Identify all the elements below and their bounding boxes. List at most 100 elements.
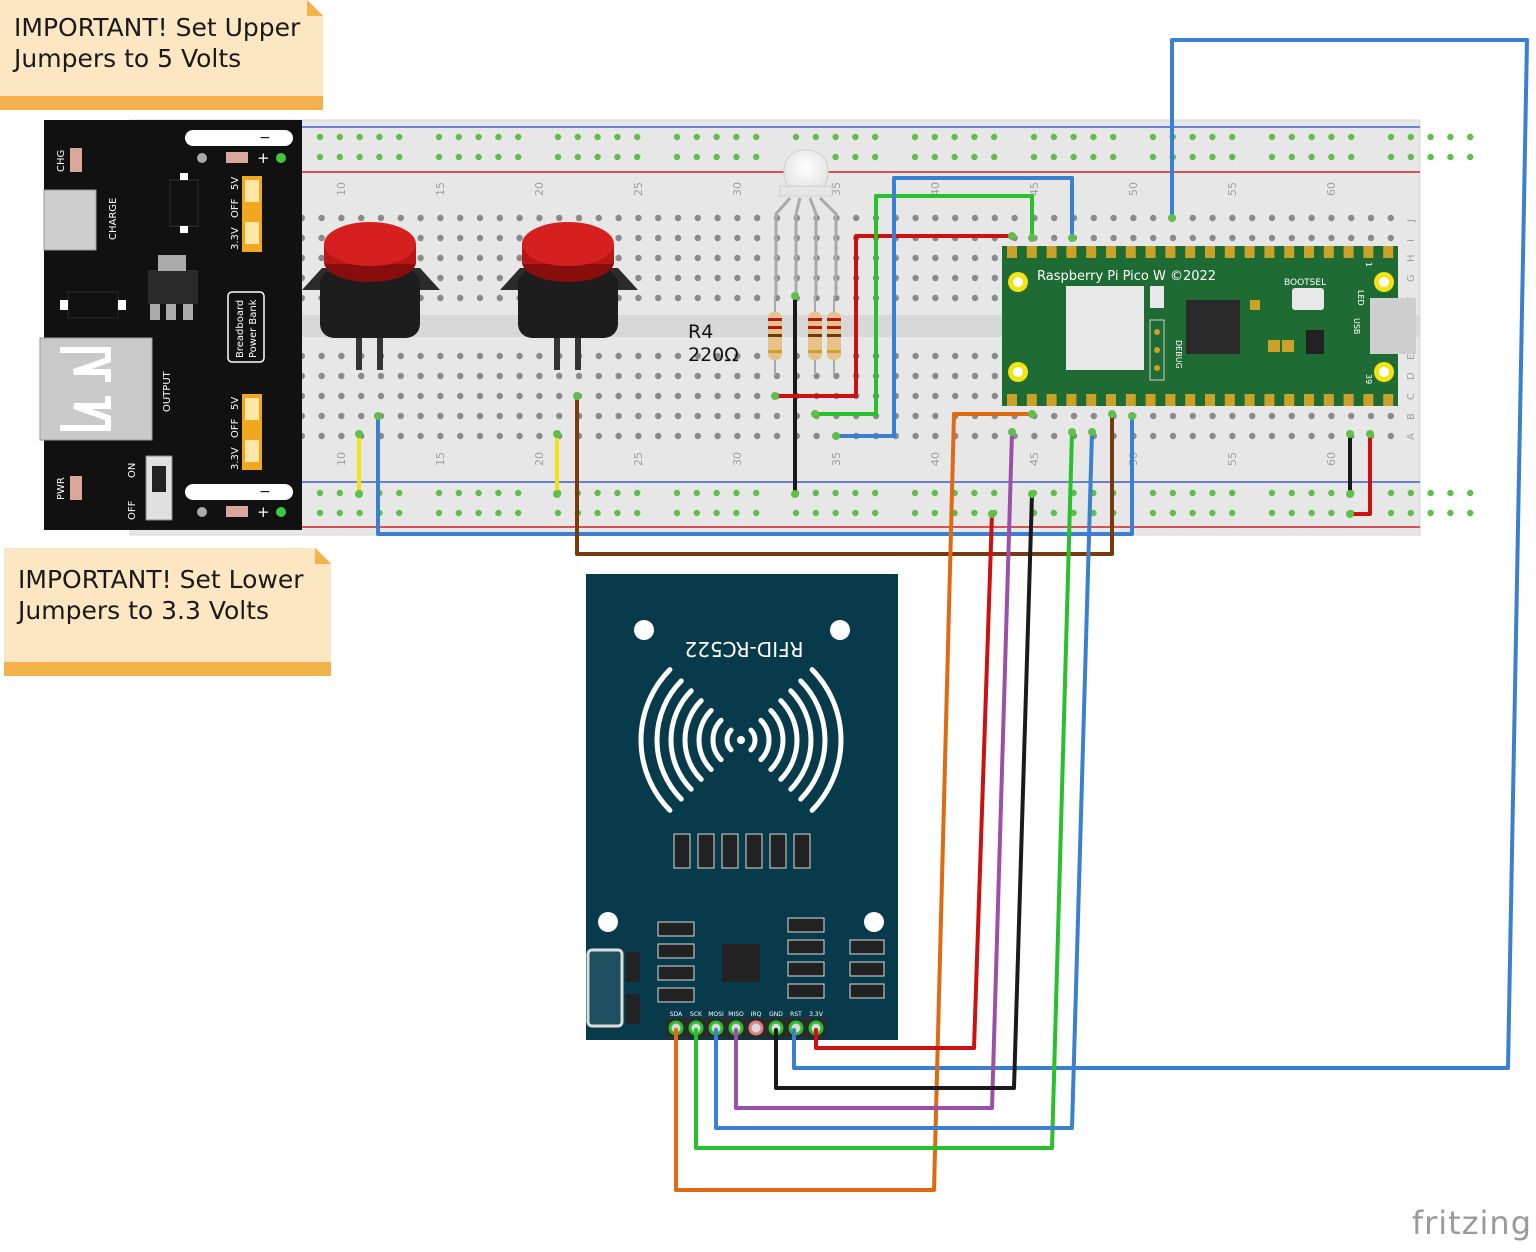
wires xyxy=(357,38,1529,1192)
hole xyxy=(575,372,583,380)
rail-hole xyxy=(1348,133,1355,141)
col-num-bottom: 10 xyxy=(335,452,348,466)
rail-hole xyxy=(1447,153,1454,161)
hole xyxy=(1268,412,1276,420)
rail-hole xyxy=(1229,489,1236,497)
hole xyxy=(1268,234,1276,242)
hole xyxy=(635,274,642,282)
antenna-arc xyxy=(809,667,844,813)
hole xyxy=(912,392,919,400)
hole xyxy=(397,352,404,360)
hole xyxy=(635,254,642,262)
hole xyxy=(338,432,345,440)
rail-hole xyxy=(1328,489,1335,497)
rail-hole xyxy=(1427,153,1434,161)
rfid-pin xyxy=(748,1020,764,1036)
hole xyxy=(417,234,424,242)
hole xyxy=(773,412,781,420)
rail-hole xyxy=(1308,133,1315,141)
hole xyxy=(754,432,761,440)
wire-end xyxy=(374,412,382,420)
hole xyxy=(734,412,741,420)
rail-hole xyxy=(554,509,562,517)
hole xyxy=(912,294,919,302)
hole xyxy=(437,234,444,242)
rail-hole xyxy=(971,153,978,161)
lower-3v3-label: 3.3V xyxy=(230,447,241,470)
pico-pin xyxy=(1046,394,1057,406)
wire-end xyxy=(355,490,363,498)
hole xyxy=(655,392,662,400)
rail-hole xyxy=(475,489,482,497)
rail-hole xyxy=(812,509,819,517)
hole xyxy=(516,254,523,262)
pico-pin xyxy=(1343,246,1354,258)
led-label: LED xyxy=(1356,290,1365,306)
wire-end xyxy=(1068,428,1076,436)
hole xyxy=(952,392,959,400)
rail-hole xyxy=(733,509,740,517)
hole xyxy=(655,274,662,282)
hole xyxy=(457,254,464,262)
col-num-top: 15 xyxy=(434,182,447,196)
hole xyxy=(694,432,701,440)
rail-hole xyxy=(1149,153,1157,161)
hole xyxy=(615,352,622,360)
hole xyxy=(1189,234,1197,242)
rail-hole xyxy=(1407,133,1415,141)
rail-hole xyxy=(1110,153,1117,161)
hole xyxy=(437,412,444,420)
hole xyxy=(754,234,761,242)
rail-hole xyxy=(594,133,601,141)
rail-hole xyxy=(614,133,621,141)
rail-hole xyxy=(1149,489,1157,497)
rail-hole xyxy=(1387,133,1395,141)
wire-end xyxy=(791,490,799,498)
rail-hole xyxy=(1268,509,1276,517)
rail-hole xyxy=(1308,153,1315,161)
rail-hole xyxy=(475,153,482,161)
note-lower-jumpers: IMPORTANT! Set Lower Jumpers to 3.3 Volt… xyxy=(4,548,331,676)
rail-hole xyxy=(1209,489,1216,497)
hole xyxy=(338,412,345,420)
fritzing-watermark: fritzing xyxy=(1411,1204,1532,1242)
resistor-ref-label: R4 xyxy=(688,321,713,343)
rfid-pin-label: 3.3V xyxy=(809,1011,824,1018)
rail-hole xyxy=(475,133,482,141)
col-num-top: 40 xyxy=(929,182,942,196)
pico-pin xyxy=(1244,394,1255,406)
hole xyxy=(1090,214,1098,222)
hole xyxy=(655,214,662,222)
hole xyxy=(635,214,642,222)
rail-hole xyxy=(515,489,522,497)
wire-end xyxy=(1108,410,1116,418)
col-num-top: 35 xyxy=(830,182,843,196)
chg-label: CHG xyxy=(56,150,67,172)
hole xyxy=(971,392,979,400)
wire-end xyxy=(1168,214,1176,222)
hole xyxy=(813,432,820,440)
hole xyxy=(991,432,998,440)
hole xyxy=(754,294,761,302)
rail-hole xyxy=(455,133,462,141)
rail-hole xyxy=(673,133,681,141)
hole xyxy=(318,254,325,262)
row-letter: B xyxy=(1406,413,1417,420)
rail-hole xyxy=(733,153,740,161)
hole xyxy=(476,294,484,302)
rail-hole xyxy=(376,153,383,161)
hole xyxy=(714,214,721,222)
hole xyxy=(496,432,503,440)
wire-sck xyxy=(694,430,1074,1150)
hole xyxy=(754,274,761,282)
pico-pin xyxy=(1323,394,1334,406)
hole xyxy=(694,412,701,420)
rail-hole xyxy=(316,133,324,141)
rail-hole xyxy=(812,133,819,141)
hole xyxy=(655,294,662,302)
hole xyxy=(595,432,602,440)
rail-hole xyxy=(792,133,800,141)
rail-hole xyxy=(1407,489,1415,497)
rail-hole xyxy=(435,153,443,161)
